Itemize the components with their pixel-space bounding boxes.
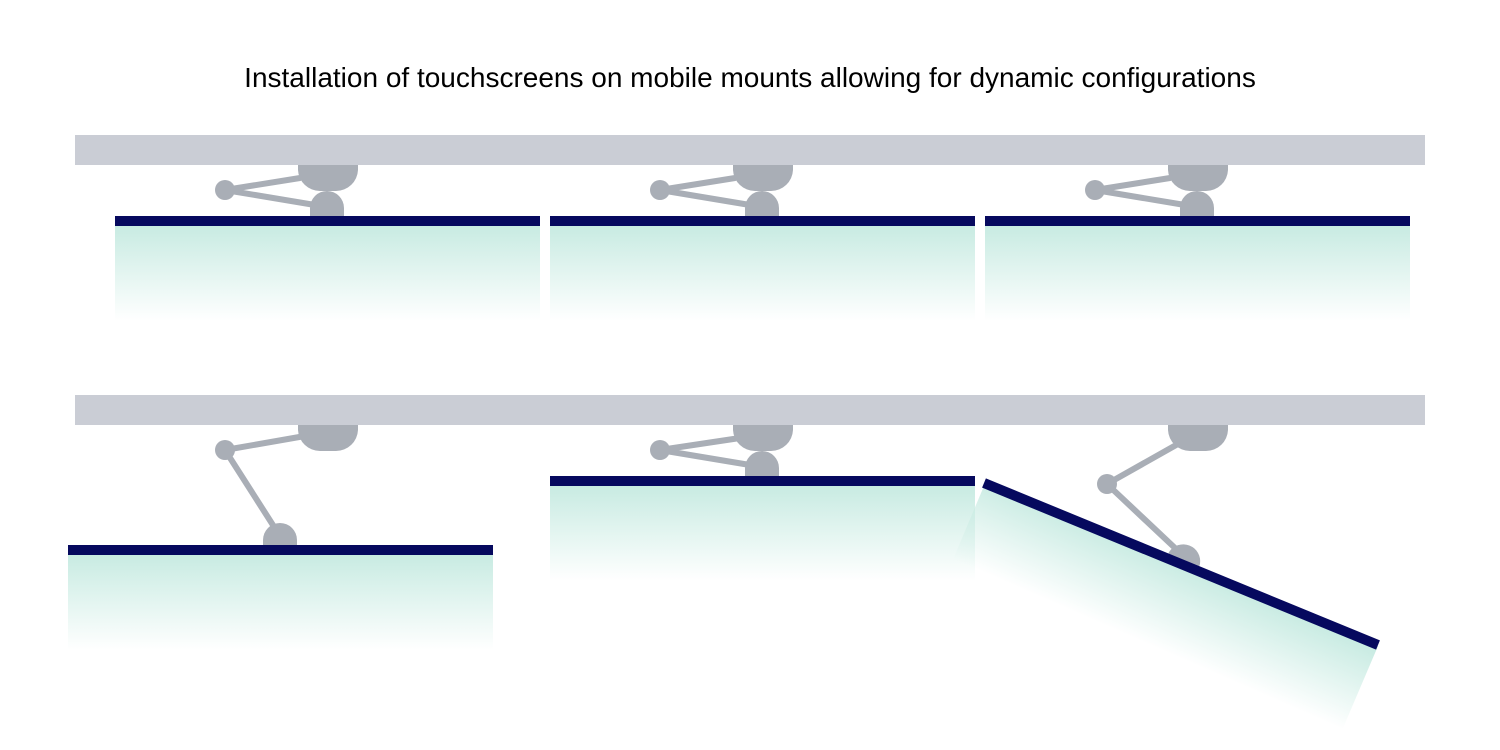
screen-2-screen-bracket bbox=[745, 191, 779, 217]
screen-5 bbox=[550, 425, 975, 581]
screen-4-pivot-joint bbox=[215, 440, 235, 460]
screen-2-glow bbox=[550, 226, 975, 321]
screen-5-screen-bracket bbox=[745, 451, 779, 477]
screen-3-ceiling-bracket bbox=[1168, 165, 1228, 191]
screen-3 bbox=[985, 165, 1410, 321]
screen-3-glow bbox=[985, 226, 1410, 321]
screen-6-ceiling-bracket bbox=[1168, 425, 1228, 451]
screen-1 bbox=[115, 165, 540, 321]
screen-5-mount bbox=[657, 435, 753, 468]
diagram-title: Installation of touchscreens on mobile m… bbox=[244, 62, 1256, 93]
screen-1-mount bbox=[222, 175, 318, 208]
screen-2 bbox=[550, 165, 975, 321]
screen-1-ceiling-bracket bbox=[298, 165, 358, 191]
screen-5-display bbox=[550, 476, 975, 486]
screen-1-glow bbox=[115, 226, 540, 321]
screen-4-ceiling-bracket bbox=[298, 425, 358, 451]
screen-1-screen-bracket bbox=[310, 191, 344, 217]
screen-1-display bbox=[115, 216, 540, 226]
screen-3-screen-bracket bbox=[1180, 191, 1214, 217]
screen-5-ceiling-bracket bbox=[733, 425, 793, 451]
ceiling-rail-top bbox=[75, 135, 1425, 165]
screen-4-screen-bracket bbox=[263, 523, 297, 547]
screen-2-mount bbox=[657, 175, 753, 208]
screen-1-pivot-joint bbox=[215, 180, 235, 200]
screen-4 bbox=[68, 425, 493, 650]
screen-6-pivot-joint bbox=[1097, 474, 1117, 494]
screen-3-pivot-joint bbox=[1085, 180, 1105, 200]
screen-5-glow bbox=[550, 486, 975, 581]
ceiling-rail-bottom bbox=[75, 395, 1425, 425]
screen-4-glow bbox=[68, 555, 493, 650]
screen-6-glow bbox=[946, 486, 1378, 735]
screen-2-pivot-joint bbox=[650, 180, 670, 200]
screen-6-mount bbox=[1104, 437, 1188, 551]
screen-5-pivot-joint bbox=[650, 440, 670, 460]
screen-2-ceiling-bracket bbox=[733, 165, 793, 191]
screen-6 bbox=[946, 425, 1380, 735]
screen-3-mount bbox=[1092, 175, 1188, 208]
screen-2-display bbox=[550, 216, 975, 226]
screen-6-display bbox=[982, 478, 1380, 650]
screen-4-mount bbox=[222, 433, 308, 536]
screen-3-display bbox=[985, 216, 1410, 226]
screen-4-display bbox=[68, 545, 493, 555]
